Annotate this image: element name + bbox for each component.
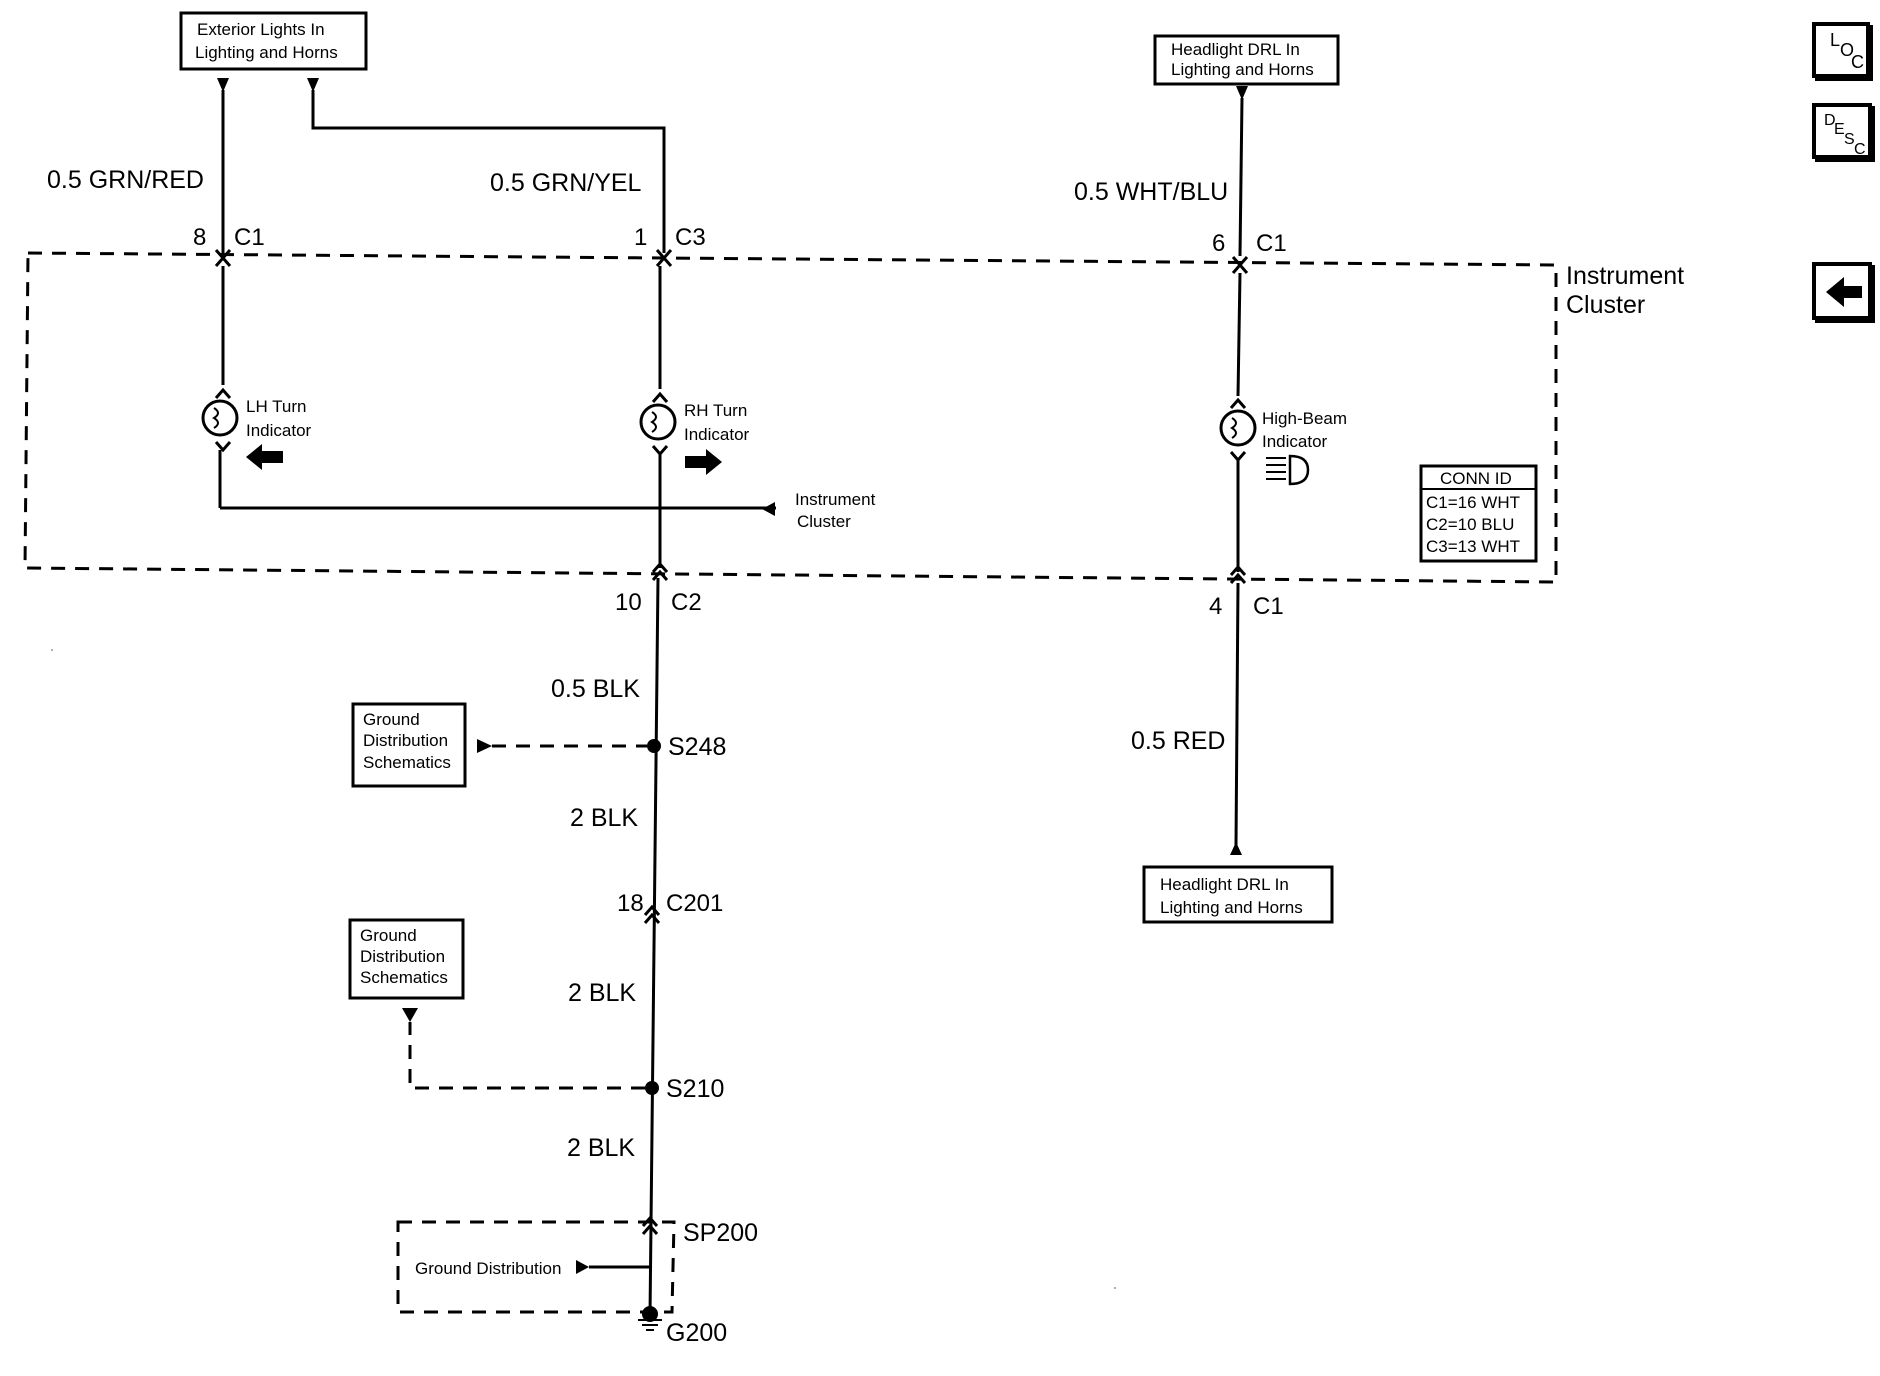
svg-text:D: D — [1824, 112, 1836, 129]
wire-label-wht-blu: 0.5 WHT/BLU — [1074, 178, 1228, 206]
svg-text:Lighting and Horns: Lighting and Horns — [195, 43, 338, 62]
ground-g200 — [642, 1306, 658, 1322]
connector-c1-lh: C1 — [234, 224, 265, 251]
svg-text:L: L — [1830, 30, 1840, 50]
arrow-right-icon — [576, 1260, 589, 1274]
svg-text:Schematics: Schematics — [360, 968, 448, 987]
splice-s210-label: S210 — [666, 1075, 724, 1103]
rh-turn-label-2: Indicator — [684, 425, 750, 444]
arrow-down-icon — [1236, 86, 1248, 100]
rh-turn-label-1: RH Turn — [684, 401, 747, 420]
splice-s210 — [645, 1081, 659, 1095]
instrument-cluster-boundary — [23, 251, 1558, 584]
svg-text:C1=16 WHT: C1=16 WHT — [1426, 493, 1520, 512]
lh-turn-label-1: LH Turn — [246, 397, 306, 416]
splice-s248 — [647, 739, 661, 753]
conn-id-table: CONN ID C1=16 WHT C2=10 BLU C3=13 WHT — [1419, 464, 1538, 563]
svg-text:Ground: Ground — [360, 926, 417, 945]
pin-8: 8 — [193, 224, 206, 251]
back-button[interactable] — [1812, 262, 1872, 320]
desc-button[interactable]: D E S C — [1812, 103, 1872, 159]
svg-text:O: O — [1840, 40, 1854, 60]
arrow-down-icon — [402, 1008, 418, 1022]
arrow-left-icon — [762, 502, 775, 516]
svg-text:CONN ID: CONN ID — [1440, 469, 1512, 488]
svg-text:Distribution: Distribution — [360, 947, 445, 966]
connector-c2: C2 — [671, 589, 702, 616]
high-beam-icon — [1266, 454, 1310, 486]
svg-text:Ground: Ground — [363, 710, 420, 729]
ground-distribution-box-2[interactable]: Ground Distribution Schematics — [348, 918, 465, 1000]
wire-label-blk-2c: 2 BLK — [567, 1134, 635, 1162]
splice-s248-label: S248 — [668, 733, 726, 761]
connector-c3: C3 — [675, 224, 706, 251]
bulb-icon — [1219, 409, 1257, 447]
svg-text:Schematics: Schematics — [363, 753, 451, 772]
svg-text:Lighting and Horns: Lighting and Horns — [1171, 60, 1314, 79]
pin-18: 18 — [617, 890, 644, 917]
svg-text:C: C — [1851, 52, 1864, 72]
svg-text:Headlight DRL In: Headlight DRL In — [1160, 875, 1289, 894]
svg-text:S: S — [1844, 131, 1855, 148]
instrument-cluster-label-2: Cluster — [1566, 291, 1645, 319]
arrow-right-icon — [685, 449, 722, 475]
instrument-cluster-label-1: Instrument — [1566, 262, 1684, 290]
ground-distribution-label: Ground Distribution — [415, 1259, 561, 1278]
instrument-cluster-ref-2: Cluster — [797, 512, 851, 531]
pin-6: 6 — [1212, 230, 1225, 257]
svg-text:Headlight DRL In: Headlight DRL In — [1171, 40, 1300, 59]
pin-4: 4 — [1209, 593, 1222, 620]
svg-text:C3=13 WHT: C3=13 WHT — [1426, 537, 1520, 556]
high-beam-label-2: Indicator — [1262, 432, 1328, 451]
wire-label-red: 0.5 RED — [1131, 727, 1225, 755]
exterior-lights-box[interactable]: Exterior Lights In Lighting and Horns — [179, 11, 368, 71]
arrow-left-icon — [246, 444, 283, 470]
pin-1: 1 — [634, 224, 647, 251]
high-beam-label-1: High-Beam — [1262, 409, 1347, 428]
svg-text:E: E — [1834, 121, 1845, 138]
loc-button[interactable]: L O C — [1812, 22, 1870, 78]
svg-text:C: C — [1854, 141, 1866, 158]
pin-10: 10 — [615, 589, 642, 616]
svg-text:Exterior Lights In: Exterior Lights In — [197, 20, 325, 39]
svg-text:C2=10 BLU: C2=10 BLU — [1426, 515, 1514, 534]
instrument-cluster-ref-1: Instrument — [795, 490, 876, 509]
arrow-left-icon — [1826, 277, 1862, 307]
lh-turn-label-2: Indicator — [246, 421, 312, 440]
arrow-down-icon — [217, 78, 229, 92]
headlight-drl-top-box[interactable]: Headlight DRL In Lighting and Horns — [1153, 34, 1340, 86]
wire-label-blk-2a: 2 BLK — [570, 804, 638, 832]
wire-label-grn-yel: 0.5 GRN/YEL — [490, 169, 642, 197]
bulb-icon — [639, 403, 677, 441]
bulb-icon — [201, 399, 239, 437]
wire-label-grn-red: 0.5 GRN/RED — [47, 166, 204, 194]
connector-c201: C201 — [666, 890, 723, 917]
arrow-down-icon — [307, 78, 319, 92]
splice-sp200-label: SP200 — [683, 1219, 758, 1247]
arrow-left-icon — [477, 739, 492, 753]
ground-g200-label: G200 — [666, 1319, 727, 1347]
wire-label-blk-05: 0.5 BLK — [551, 675, 640, 703]
ground-distribution-inner-box — [396, 1220, 676, 1314]
arrow-up-icon — [1230, 842, 1242, 855]
svg-text:Distribution: Distribution — [363, 731, 448, 750]
connector-c1-bottom: C1 — [1253, 593, 1284, 620]
wire-label-blk-2b: 2 BLK — [568, 979, 636, 1007]
ground-icon — [638, 1319, 662, 1331]
headlight-drl-bottom-box[interactable]: Headlight DRL In Lighting and Horns — [1142, 865, 1334, 924]
svg-text:Lighting and Horns: Lighting and Horns — [1160, 898, 1303, 917]
connector-c1-hb: C1 — [1256, 230, 1287, 257]
ground-distribution-box-1[interactable]: Ground Distribution Schematics — [351, 702, 467, 788]
